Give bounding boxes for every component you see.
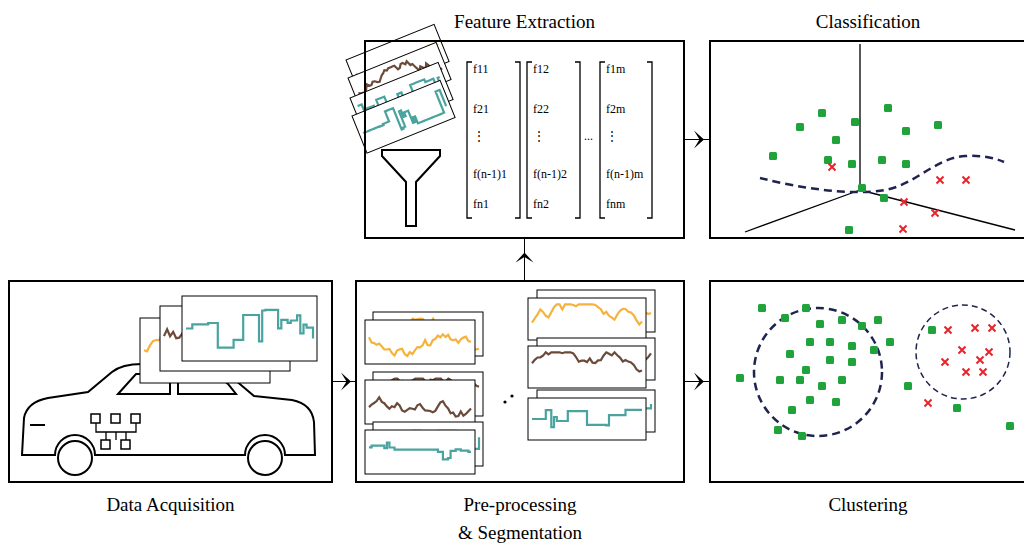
matrix-entry: ⋮ — [533, 130, 545, 142]
stage-heading: Data Acquisition — [41, 491, 301, 519]
flow-arrow — [333, 373, 355, 391]
matrix-entry: f(n-1)2 — [533, 168, 567, 180]
stage-box: Data Acquisition — [8, 280, 333, 483]
classification-plot — [745, 44, 1015, 234]
flow-arrow — [685, 131, 709, 149]
matrix-entry: f(n-1)1 — [473, 168, 507, 180]
matrix-entry: f1m — [606, 63, 625, 75]
matrix-entry: ⋮ — [473, 130, 485, 142]
stage-box: Classification — [709, 40, 1024, 239]
matrix-entry: fn1 — [473, 198, 489, 210]
stage-heading: Classification — [738, 8, 998, 36]
matrix-entry: f22 — [533, 103, 549, 115]
stage-heading: Feature Extraction — [395, 8, 655, 36]
matrix-entry: f21 — [473, 103, 489, 115]
stage-heading: Pre-processing & Segmentation — [456, 491, 584, 546]
matrix-entry: f11 — [473, 63, 489, 75]
matrix-entry: ... — [584, 130, 593, 142]
clustering-plot — [736, 304, 1014, 440]
flow-arrow — [516, 239, 534, 280]
stage-box: Clustering — [709, 280, 1024, 483]
matrix-entry: f12 — [533, 63, 549, 75]
matrix-entry: f2m — [606, 103, 625, 115]
stage-heading: Clustering — [738, 491, 998, 519]
matrix-brackets — [467, 62, 652, 218]
stage-box: Feature Extraction — [364, 40, 685, 239]
matrix-entry: ⋮ — [606, 130, 618, 142]
matrix-entry: f(n-1)m — [606, 168, 643, 180]
matrix-entry: fn2 — [533, 198, 549, 210]
signal-traces — [140, 24, 655, 474]
flow-arrow — [685, 373, 709, 391]
matrix-entry: fnm — [606, 198, 625, 210]
funnel-symbol — [382, 150, 440, 226]
stage-box: Pre-processing & Segmentation — [355, 280, 685, 483]
